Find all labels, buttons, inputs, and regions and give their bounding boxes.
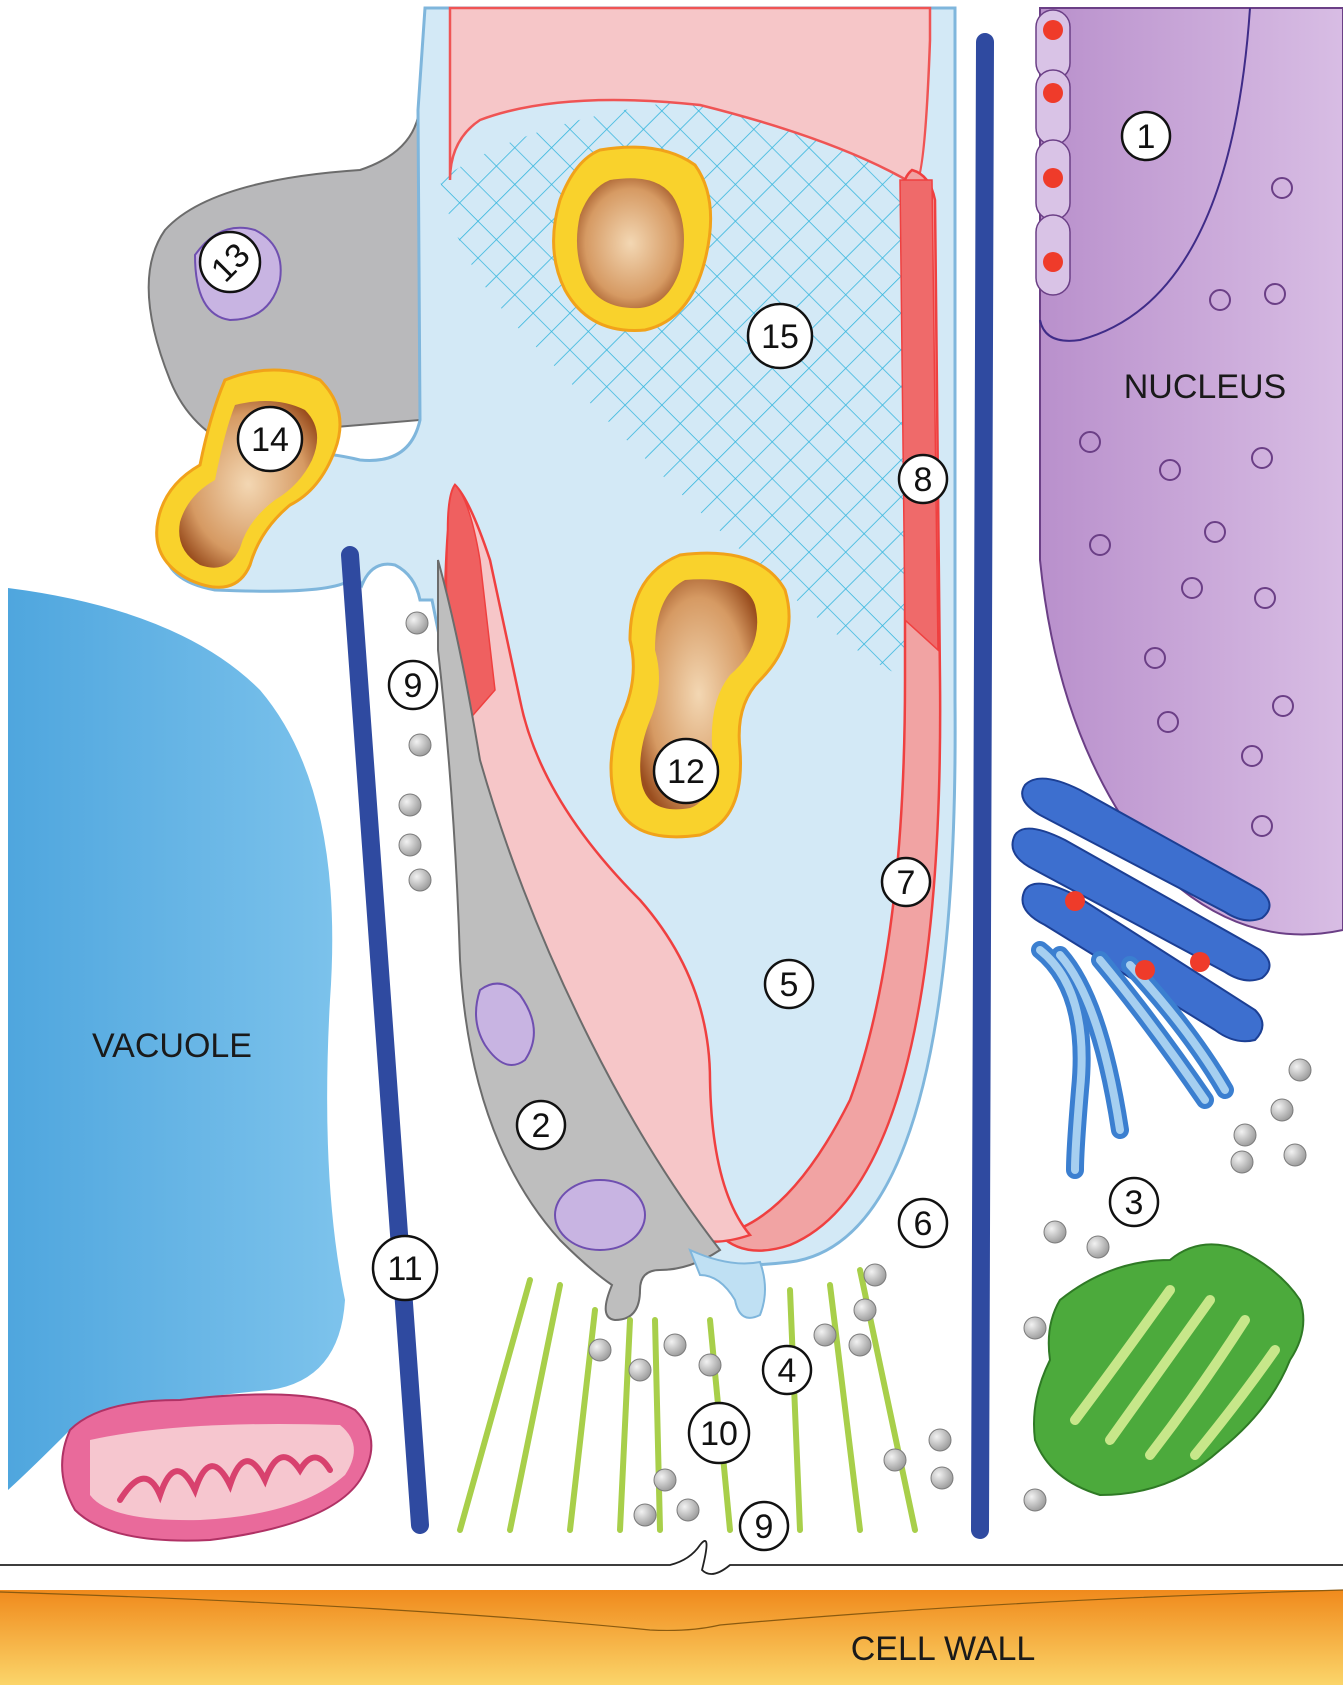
callout-15-text: 15 [761, 318, 799, 356]
callout-12: 12 [654, 739, 718, 803]
callout-1: 1 [1122, 112, 1170, 160]
red-band-upper [900, 180, 938, 650]
callout-6-text: 6 [914, 1205, 933, 1243]
callout-10: 10 [689, 1403, 749, 1463]
callout-14: 14 [238, 407, 302, 471]
callout-4-text: 4 [778, 1352, 797, 1390]
callout-8-text: 8 [914, 461, 933, 499]
callout-3-text: 3 [1125, 1184, 1144, 1222]
callout-2-text: 2 [532, 1107, 551, 1145]
callout-11: 11 [373, 1236, 437, 1300]
callout-6: 6 [899, 1199, 947, 1247]
callout-10-text: 10 [700, 1415, 738, 1453]
callout-9-lower: 9 [740, 1502, 788, 1550]
callout-8: 8 [899, 455, 947, 503]
callout-15: 15 [748, 304, 812, 368]
callout-9-lower-text: 9 [755, 1508, 774, 1546]
callout-4: 4 [763, 1346, 811, 1394]
callout-9-upper: 9 [389, 661, 437, 709]
callout-9-upper-text: 9 [404, 667, 423, 705]
endosome-top [554, 147, 711, 330]
callout-1-text: 1 [1137, 118, 1156, 156]
callout-5: 5 [765, 960, 813, 1008]
nucleus-label: NUCLEUS [1124, 368, 1286, 406]
callout-13: 13 [200, 232, 260, 292]
nuclear-pore-row [1036, 10, 1070, 295]
cell-wall-label: CELL WALL [851, 1630, 1036, 1668]
callout-3: 3 [1110, 1178, 1158, 1226]
callout-12-text: 12 [667, 753, 705, 791]
callout-11-text: 11 [387, 1250, 422, 1288]
callout-14-text: 14 [251, 421, 289, 459]
callout-5-text: 5 [780, 966, 799, 1004]
vacuole-label: VACUOLE [92, 1027, 252, 1065]
callout-7-text: 7 [897, 864, 916, 902]
callout-2: 2 [517, 1101, 565, 1149]
callout-7: 7 [882, 858, 930, 906]
